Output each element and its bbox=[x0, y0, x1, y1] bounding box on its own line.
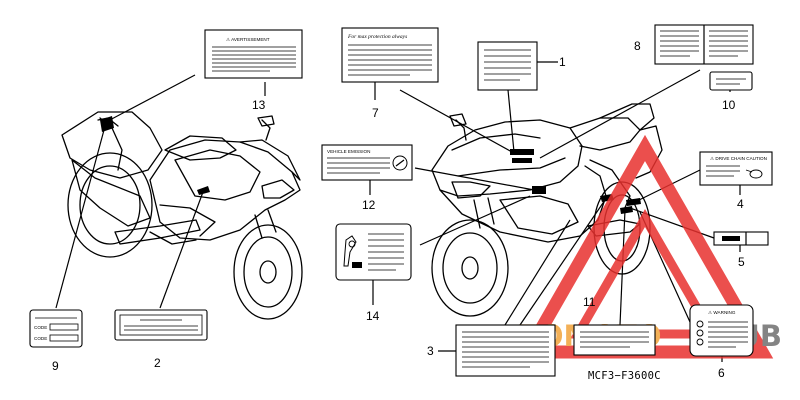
warning-heading: ⚠ WARNING bbox=[708, 310, 736, 315]
callout-5: 5 bbox=[738, 255, 745, 269]
label-7-protection: For max protection always bbox=[341, 27, 439, 83]
callout-6: 6 bbox=[718, 366, 725, 380]
leader-lines bbox=[55, 61, 741, 362]
callout-7: 7 bbox=[372, 106, 379, 120]
callout-12: 12 bbox=[362, 198, 376, 212]
callout-14: 14 bbox=[366, 309, 380, 323]
label-12-vehicle-info: VEHICLE EMISSION bbox=[321, 144, 413, 181]
code-label-1: CODE bbox=[34, 325, 47, 330]
callout-8: 8 bbox=[634, 39, 641, 53]
right-motorcycle bbox=[431, 103, 663, 317]
label-14 bbox=[335, 223, 412, 281]
callout-9: 9 bbox=[52, 359, 59, 373]
label-4-chain-caution: ⚠ DRIVE CHAIN CAUTION bbox=[699, 151, 773, 186]
left-motorcycle bbox=[61, 111, 303, 320]
callout-3: 3 bbox=[427, 344, 434, 358]
callout-11: 11 bbox=[583, 295, 596, 309]
label-5 bbox=[713, 231, 769, 246]
protection-heading: For max protection always bbox=[347, 34, 407, 40]
label-2 bbox=[114, 309, 208, 341]
label-6-warning: ⚠ WARNING bbox=[689, 304, 754, 357]
label-3 bbox=[455, 324, 556, 377]
label-13-avertissement: ⚠ AVERTISSEMENT bbox=[204, 29, 303, 79]
callout-10: 10 bbox=[722, 98, 736, 112]
label-10 bbox=[709, 71, 753, 91]
label-11 bbox=[573, 324, 656, 356]
callout-1: 1 bbox=[559, 55, 566, 69]
label-1 bbox=[477, 41, 538, 91]
label-8 bbox=[654, 24, 754, 65]
callout-13: 13 bbox=[252, 98, 266, 112]
caution-heading: ⚠ DRIVE CHAIN CAUTION bbox=[710, 156, 767, 161]
code-label-2: CODE bbox=[34, 336, 47, 341]
vehicle-info-heading: VEHICLE EMISSION bbox=[327, 149, 370, 154]
callout-4: 4 bbox=[737, 197, 744, 211]
callout-2: 2 bbox=[154, 356, 161, 370]
label-9-code: CODE CODE bbox=[29, 309, 83, 348]
avertissement-heading: ⚠ AVERTISSEMENT bbox=[226, 37, 270, 42]
callout-numbers: 1 2 3 4 5 6 7 8 9 10 11 12 13 14 bbox=[52, 39, 745, 380]
diagram-code: MCF3−F3600C bbox=[588, 370, 661, 382]
